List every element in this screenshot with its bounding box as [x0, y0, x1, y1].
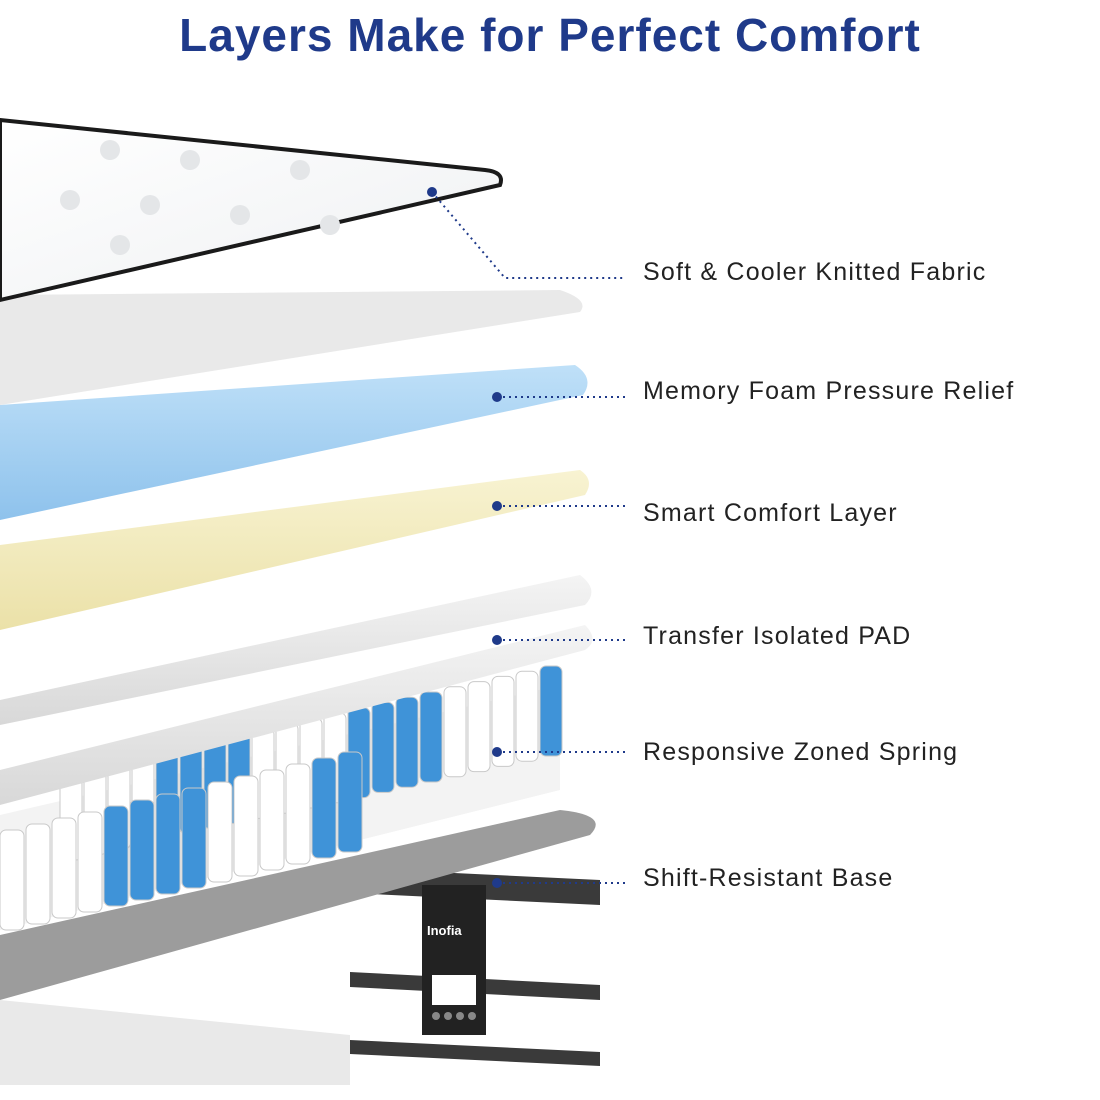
- spring-coil: [181, 787, 207, 889]
- label-comfort-layer: Smart Comfort Layer: [643, 499, 898, 527]
- spring-coil: [311, 757, 337, 859]
- spring-coil: [259, 769, 285, 871]
- layer-sheet: [0, 290, 583, 405]
- spring-coil: [207, 781, 233, 883]
- label-pad: Transfer Isolated PAD: [643, 622, 912, 650]
- spring-coil: [129, 799, 155, 901]
- spring-coil: [77, 811, 103, 913]
- label-base: Shift-Resistant Base: [643, 864, 894, 892]
- page-title: Layers Make for Perfect Comfort: [179, 9, 921, 61]
- brand-badge-icon: Inofia: [422, 885, 486, 1035]
- spring-coil: [395, 696, 419, 788]
- label-springs: Responsive Zoned Spring: [643, 738, 959, 766]
- brand-name: Inofia: [427, 923, 462, 938]
- spring-coil: [233, 775, 259, 877]
- layer-marker-icon: [427, 187, 502, 888]
- spring-coil: [419, 691, 443, 783]
- spring-coil: [467, 681, 491, 773]
- spring-coil: [443, 686, 467, 778]
- spring-coil: [491, 675, 515, 767]
- spring-coil: [103, 805, 129, 907]
- layer-comfort: [0, 470, 589, 630]
- spring-coil: [51, 817, 77, 919]
- spring-coil: [515, 670, 539, 762]
- spring-coil: [155, 793, 181, 895]
- leader-lines: [431, 191, 625, 884]
- layer-springs: [0, 665, 563, 931]
- layer-pad-lower: [0, 625, 593, 805]
- spring-coil: [337, 751, 363, 853]
- spring-coil: [371, 701, 395, 793]
- layer-pad-upper: [0, 575, 592, 725]
- layer-memory-foam: [0, 365, 588, 520]
- spring-coil: [539, 665, 563, 757]
- spring-coil: [25, 823, 51, 925]
- spring-coil: [285, 763, 311, 865]
- label-knit-fabric: Soft & Cooler Knitted Fabric: [643, 258, 987, 286]
- layer-base-sheet: [0, 810, 596, 1000]
- spring-coil: [0, 829, 25, 931]
- label-memory-foam: Memory Foam Pressure Relief: [643, 377, 1015, 405]
- layer-knit-fabric: [0, 117, 503, 303]
